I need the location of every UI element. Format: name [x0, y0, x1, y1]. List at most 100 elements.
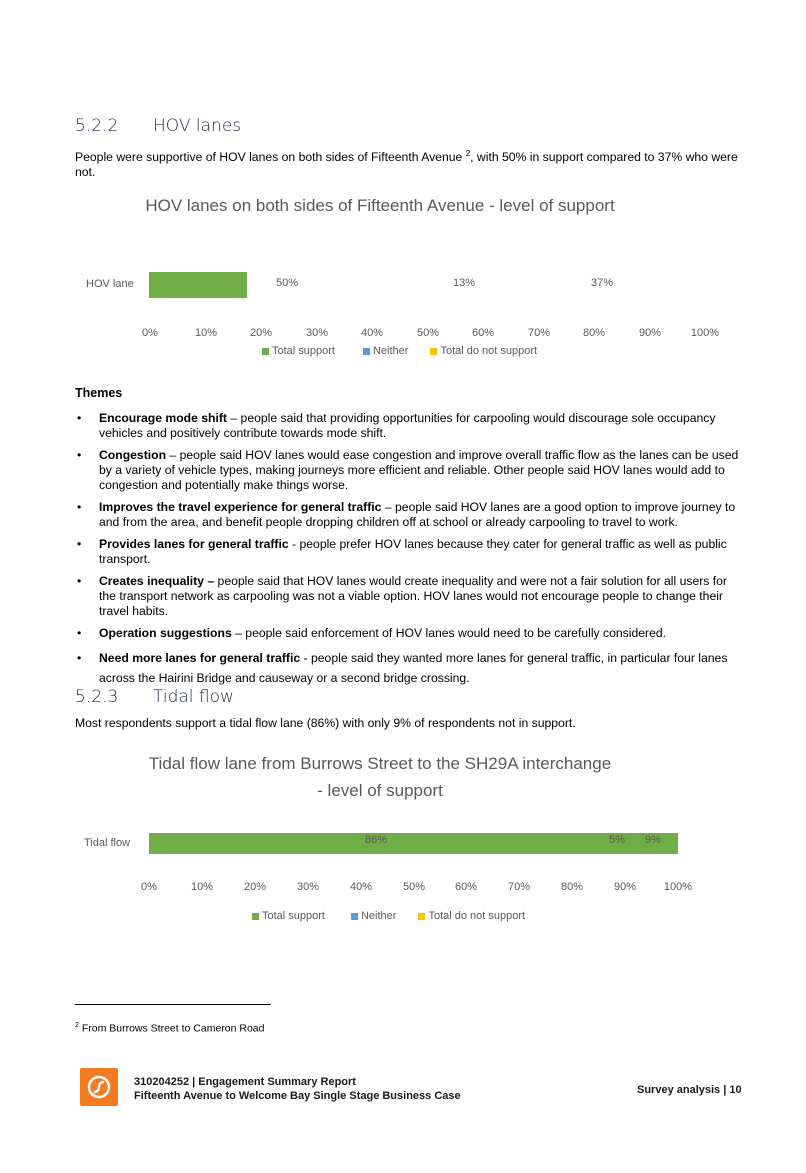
chart1-tick: 100% — [690, 327, 720, 339]
theme-item: • Encourage mode shift – people said that… — [75, 411, 740, 441]
chart1-tick: 30% — [305, 327, 329, 339]
chart2-title-line1: Tidal flow lane from Burrows Street to t… — [148, 754, 612, 773]
section-title: HOV lanes — [153, 116, 242, 136]
bullet-icon: • — [77, 500, 82, 514]
chart2-tick: 60% — [454, 881, 478, 893]
chart2-label-neither: 5% — [609, 834, 625, 846]
chart1-tick: 80% — [582, 327, 606, 339]
legend-item-neither: Neither — [362, 345, 408, 357]
intro-text-after: , with 50% in support compared to 37% wh… — [75, 150, 738, 180]
theme-text: – people said that providing opportuniti… — [99, 411, 716, 440]
legend-label: Total support — [272, 345, 335, 357]
legend-item-total-support: Total support — [262, 345, 335, 357]
tidal-intro-paragraph: Most respondents support a tidal flow la… — [75, 716, 576, 730]
themes-list: • Encourage mode shift – people said that… — [75, 411, 740, 695]
footer-project-title: Fifteenth Avenue to Welcome Bay Single S… — [134, 1090, 461, 1102]
chart2-tick: 100% — [663, 881, 693, 893]
legend-item-total-support: Total support — [252, 910, 325, 922]
bullet-icon: • — [77, 651, 82, 665]
chart1-tick: 70% — [527, 327, 551, 339]
section-number: 5.2.3 — [75, 687, 119, 707]
chart1-category-label: HOV lane — [86, 278, 134, 290]
theme-text: - people prefer HOV lanes because they c… — [99, 537, 727, 566]
chart1-label-neither: 13% — [452, 277, 476, 289]
chart1-label-not-support: 37% — [590, 277, 614, 289]
themes-heading: Themes — [75, 386, 123, 400]
chart1-bar-total-support — [149, 272, 247, 298]
theme-text: - people said they wanted more lanes for… — [99, 651, 728, 685]
theme-title: Need more lanes for general traffic — [99, 651, 301, 665]
theme-item: • Congestion – people said HOV lanes woul… — [75, 448, 740, 493]
footnote-divider — [75, 1004, 271, 1005]
chart2-tick: 10% — [190, 881, 214, 893]
legend-swatch — [430, 347, 438, 355]
theme-text: people said that HOV lanes would create … — [99, 574, 727, 618]
legend-item-neither: Neither — [350, 910, 396, 922]
legend-label: Total do not support — [440, 345, 538, 357]
theme-item: • Improves the travel experience for gene… — [75, 500, 740, 530]
bullet-icon: • — [77, 574, 82, 588]
theme-title: Improves the travel experience for gener… — [99, 500, 382, 514]
chart2-plot-area — [149, 833, 678, 854]
section-number: 5.2.2 — [75, 116, 119, 136]
chart1-tick: 50% — [416, 327, 440, 339]
chart2-tick: 20% — [243, 881, 267, 893]
theme-item: • Creates inequality – people said that H… — [75, 574, 740, 619]
theme-text: – people said HOV lanes are a good optio… — [99, 500, 736, 529]
footnote: 2 From Burrows Street to Cameron Road — [75, 1022, 264, 1035]
chart1-label-support: 50% — [275, 277, 299, 289]
footer-section-label: Survey analysis | — [637, 1084, 727, 1096]
theme-item: • Need more lanes for general traffic - p… — [75, 648, 740, 688]
theme-text: – people said HOV lanes would ease conge… — [99, 448, 739, 492]
chart2-tick: 80% — [560, 881, 584, 893]
bullet-icon: • — [77, 448, 82, 462]
hov-intro-paragraph: People were supportive of HOV lanes on b… — [75, 146, 740, 180]
theme-title: Operation suggestions — [99, 626, 232, 640]
theme-item: • Provides lanes for general traffic - pe… — [75, 537, 740, 567]
footnote-number: 2 — [75, 1022, 79, 1029]
chart1-tick: 40% — [360, 327, 384, 339]
chart1-tick: 10% — [194, 327, 218, 339]
footer-report-title: 310204252 | Engagement Summary Report — [134, 1076, 356, 1088]
theme-title: Creates inequality – — [99, 574, 215, 588]
page-number: 10 — [729, 1084, 742, 1096]
legend-item-not-support: Total do not support — [418, 910, 525, 922]
legend-label: Total do not support — [428, 910, 526, 922]
bullet-icon: • — [77, 626, 82, 640]
legend-label: Total support — [262, 910, 325, 922]
chart2-tick: 70% — [507, 881, 531, 893]
theme-title: Provides lanes for general traffic — [99, 537, 289, 551]
chart2-tick: 0% — [141, 881, 157, 893]
intro-text: People were supportive of HOV lanes on b… — [75, 150, 463, 165]
company-logo — [80, 1068, 118, 1106]
footer-report-info: 310204252 | Engagement Summary Report Fi… — [134, 1075, 461, 1103]
bullet-icon: • — [77, 537, 82, 551]
chart1-tick: 90% — [638, 327, 662, 339]
legend-swatch — [350, 912, 358, 920]
section-heading-tidal-flow: 5.2.3 Tidal flow — [75, 687, 234, 707]
footnote-text: From Burrows Street to Cameron Road — [81, 1022, 265, 1035]
theme-item: •Operation suggestions – people said enf… — [75, 626, 740, 641]
chart2-bar-total-support — [149, 833, 678, 854]
footnote-ref: 2 — [465, 149, 471, 158]
chart2-label-support: 86% — [364, 834, 388, 846]
chart2-tick: 30% — [296, 881, 320, 893]
theme-title: Encourage mode shift — [99, 411, 227, 425]
chart1-plot-area — [149, 272, 707, 298]
chart1-tick: 60% — [471, 327, 495, 339]
chart2-tick: 40% — [349, 881, 373, 893]
chart1-legend: Total support Neither Total do not suppo… — [262, 345, 537, 357]
chart2-label-not-support: 9% — [645, 834, 661, 846]
section-heading-hov-lanes: 5.2.2 HOV lanes — [75, 116, 241, 136]
theme-title: Congestion — [99, 448, 167, 462]
section-title: Tidal flow — [153, 687, 234, 707]
legend-swatch — [262, 347, 269, 355]
footer-page-info: Survey analysis | 10 — [637, 1083, 742, 1097]
chart1-tick: 20% — [249, 327, 273, 339]
legend-swatch — [252, 912, 259, 920]
chart1-title: HOV lanes on both sides of Fifteenth Ave… — [145, 196, 615, 215]
chart2-category-label: Tidal flow — [84, 837, 131, 849]
legend-item-not-support: Total do not support — [430, 345, 537, 357]
bullet-icon: • — [77, 411, 82, 425]
chart2-title-line2: - level of support — [317, 781, 443, 800]
